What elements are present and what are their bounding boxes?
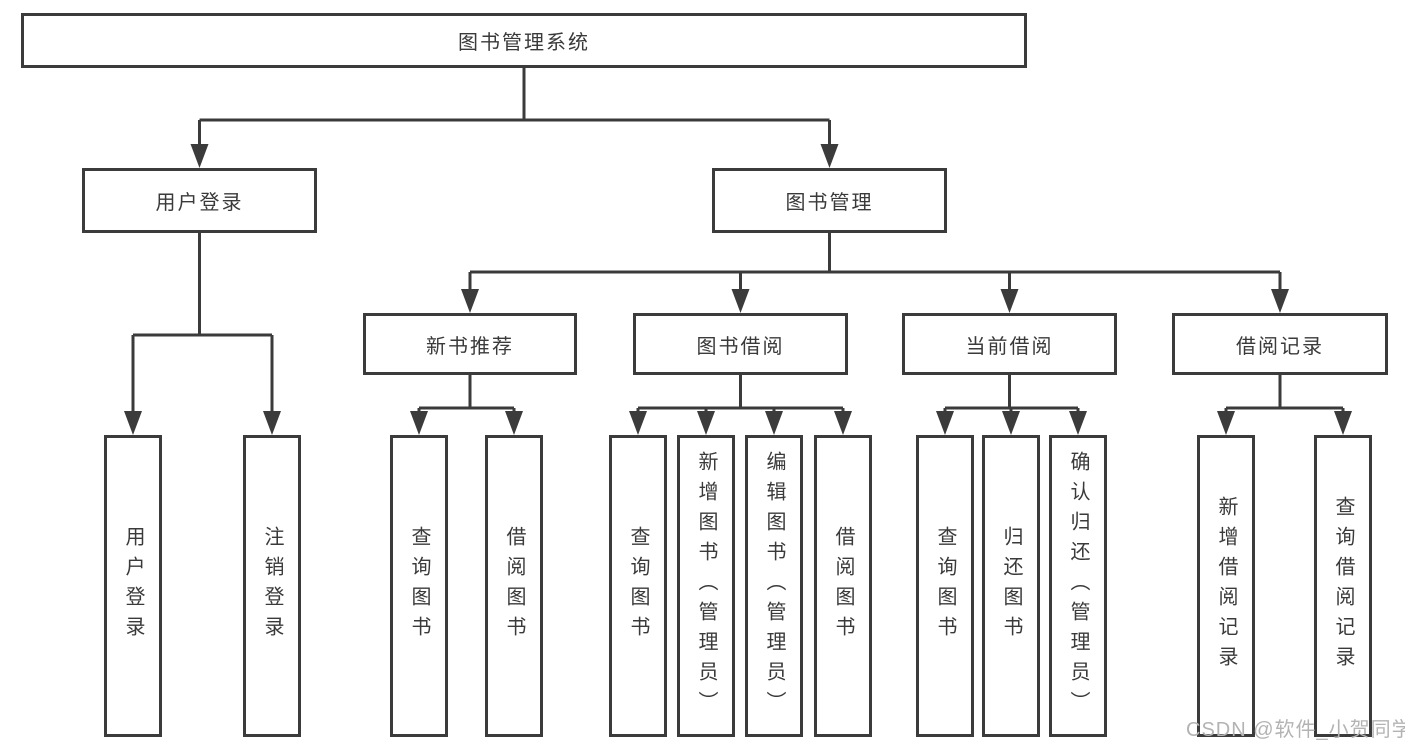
- node-current-borrowing: 当前借阅: [902, 313, 1117, 375]
- leaf-edit-books-admin: 编辑图书（管理员）: [745, 435, 803, 737]
- leaf-borrow-books-recommend: 借阅图书: [485, 435, 543, 737]
- leaf-add-books-admin: 新增图书（管理员）: [677, 435, 735, 737]
- leaf-query-books-current: 查询图书: [916, 435, 974, 737]
- leaf-borrow-books: 借阅图书: [814, 435, 872, 737]
- node-book-management: 图书管理: [712, 168, 947, 233]
- leaf-return-books: 归还图书: [982, 435, 1040, 737]
- node-book-borrowing: 图书借阅: [633, 313, 848, 375]
- leaf-logout: 注销登录: [243, 435, 301, 737]
- leaf-query-borrow-record: 查询借阅记录: [1314, 435, 1372, 737]
- node-new-book-recommendation: 新书推荐: [363, 313, 577, 375]
- leaf-query-books-recommend: 查询图书: [390, 435, 448, 737]
- leaf-add-borrow-record: 新增借阅记录: [1197, 435, 1255, 737]
- node-user-login: 用户登录: [82, 168, 317, 233]
- node-library-management-system: 图书管理系统: [21, 13, 1027, 68]
- leaf-query-books-borrow: 查询图书: [609, 435, 667, 737]
- leaf-confirm-return-admin: 确认归还（管理员）: [1049, 435, 1107, 737]
- leaf-user-login: 用户登录: [104, 435, 162, 737]
- csdn-watermark: CSDN @软件_小贺同学: [1186, 719, 1405, 741]
- node-borrowing-records: 借阅记录: [1172, 313, 1388, 375]
